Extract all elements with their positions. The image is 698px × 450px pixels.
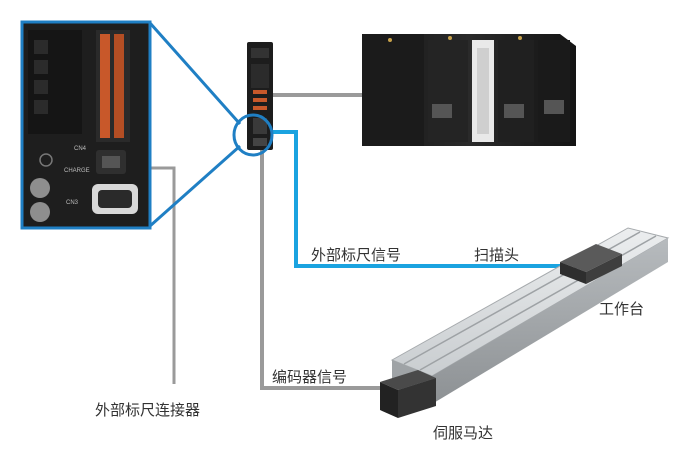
label-scan-head: 扫描头 (474, 246, 520, 264)
label-worktable: 工作台 (599, 300, 645, 318)
label-external-scale-signal: 外部标尺信号 (311, 246, 402, 264)
scan-head (560, 244, 622, 284)
label-servo-motor: 伺服马达 (433, 424, 494, 442)
connector-highlight-ring (232, 113, 274, 157)
zoom-callout-lines (148, 22, 242, 228)
inset-cn3-label: CN3 (66, 200, 79, 206)
label-encoder-signal: 编码器信号 (272, 368, 348, 386)
encoder-cable (260, 150, 380, 390)
gray-cables (150, 93, 380, 390)
connector-leader-line (150, 166, 176, 384)
plc-controller (362, 34, 576, 146)
label-external-scale-connector: 外部标尺连接器 (95, 401, 201, 419)
servo-drive (247, 42, 273, 150)
external-scale-signal-cable (268, 130, 568, 268)
inset-cn4-label: CN4 (74, 146, 87, 152)
inset-charge-label: CHARGE (64, 168, 90, 174)
zoom-inset (20, 20, 152, 230)
servo-motor (380, 370, 436, 418)
